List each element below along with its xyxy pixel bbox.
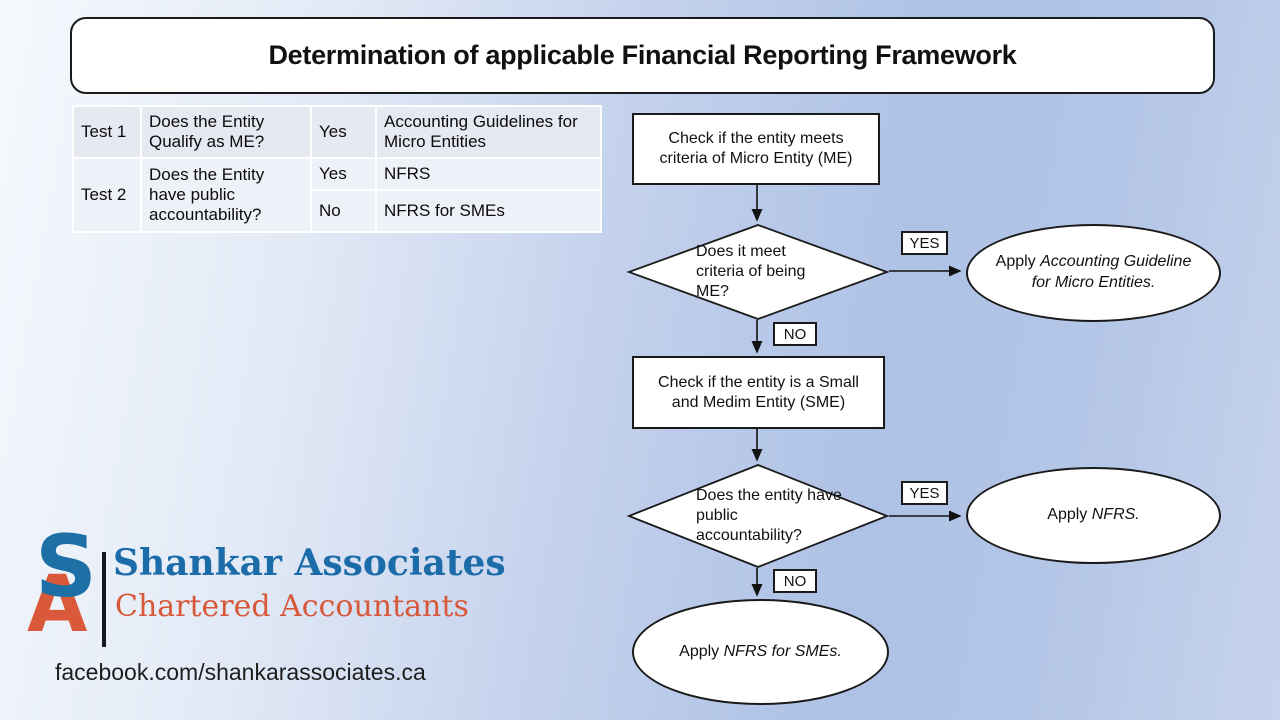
question-cell: Does the Entity have public accountabili… <box>140 157 312 233</box>
criteria-table: Test 1 Does the Entity Qualify as ME? Ye… <box>72 105 602 233</box>
flow-outcome-label: Apply Accounting Guideline for Micro Ent… <box>994 252 1193 294</box>
page-title: Determination of applicable Financial Re… <box>268 40 1017 70</box>
flow-decision-label: Does the entity have public accountabili… <box>696 487 842 544</box>
facebook-url: facebook.com/shankarassociates.ca <box>55 659 426 685</box>
flow-decision-meets-me-criteria: Does it meet criteria of being ME? <box>626 224 890 320</box>
no-label-1: NO <box>773 322 817 346</box>
result-cell: NFRS for SMEs <box>375 189 602 233</box>
outcome-prefix: Apply <box>995 253 1041 271</box>
outcome-framework-name: NFRS for SMEs. <box>723 642 842 660</box>
no-label-2: NO <box>773 569 817 593</box>
outcome-prefix: Apply <box>1047 506 1092 524</box>
diamond-shape <box>626 464 890 568</box>
outcome-framework-name: Accounting Guideline for Micro Entities. <box>1031 253 1192 291</box>
flow-step-check-micro-entity: Check if the entity meets criteria of Mi… <box>632 113 880 185</box>
flow-outcome-label: Apply NFRS. <box>1047 505 1139 526</box>
title-box: Determination of applicable Financial Re… <box>70 17 1215 94</box>
diamond-shape <box>626 224 890 320</box>
flow-decision-public-accountability: Does the entity have public accountabili… <box>626 464 890 568</box>
monogram-letter-a: A <box>27 560 88 650</box>
monogram-letter-s: S <box>35 517 97 617</box>
no-label-text: NO <box>783 325 807 343</box>
flow-step-label: Check if the entity meets criteria of Mi… <box>659 130 853 167</box>
flow-outcome-nfrs: Apply NFRS. <box>966 467 1221 564</box>
answer-cell: Yes <box>310 105 377 159</box>
answer-cell: Yes <box>310 157 377 191</box>
yes-label-text: YES <box>909 484 940 502</box>
yes-label-2: YES <box>901 481 948 505</box>
table-row: Test 1 Does the Entity Qualify as ME? Ye… <box>72 105 602 159</box>
test-label-cell: Test 2 <box>72 157 142 233</box>
flow-decision-label: Does it meet criteria of being ME? <box>696 243 806 300</box>
result-cell: Accounting Guidelines for Micro Entities <box>375 105 602 159</box>
outcome-framework-name: NFRS. <box>1091 506 1140 524</box>
logo-monogram-icon: A S <box>25 524 110 650</box>
question-cell: Does the Entity Qualify as ME? <box>140 105 312 159</box>
logo-tagline: Chartered Accountants <box>115 589 469 624</box>
test-label-cell: Test 1 <box>72 105 142 159</box>
flow-outcome-nfrs-for-smes: Apply NFRS for SMEs. <box>632 599 889 705</box>
company-logo: A S Shankar Associates Chartered Account… <box>25 524 506 650</box>
logo-company-name: Shankar Associates <box>113 542 506 584</box>
answer-cell: No <box>310 189 377 233</box>
result-cell: NFRS <box>375 157 602 191</box>
table-row: Test 2 Does the Entity have public accou… <box>72 157 602 233</box>
flow-outcome-micro-entity-guideline: Apply Accounting Guideline for Micro Ent… <box>966 224 1221 322</box>
table-row: No NFRS for SMEs <box>73 189 602 233</box>
logo-divider-bar <box>102 552 106 647</box>
flow-step-label: Check if the entity is a Small and Medim… <box>658 373 859 411</box>
flow-outcome-label: Apply NFRS for SMEs. <box>679 642 842 663</box>
yes-label-text: YES <box>909 234 940 252</box>
flow-step-check-sme: Check if the entity is a Small and Medim… <box>632 356 885 429</box>
outcome-prefix: Apply <box>679 642 724 660</box>
no-label-text: NO <box>783 572 807 590</box>
yes-label-1: YES <box>901 231 948 255</box>
